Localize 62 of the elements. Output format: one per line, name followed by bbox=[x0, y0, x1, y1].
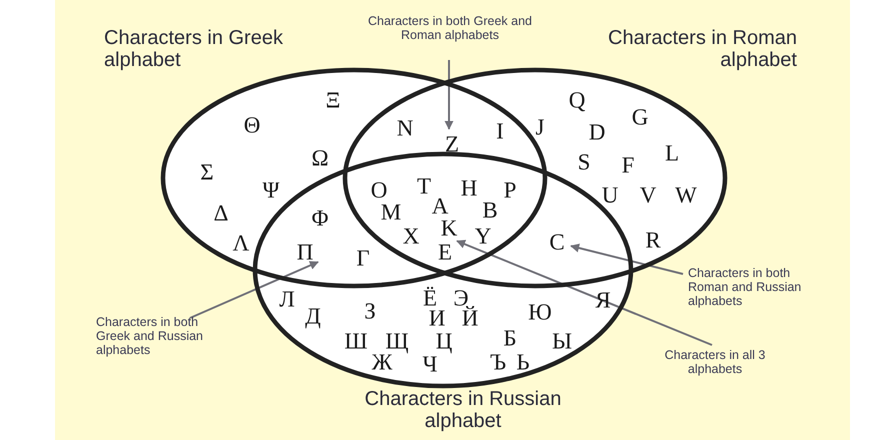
callout-text: Characters in both Greek and Roman alphabets bbox=[367, 14, 533, 42]
letter: X bbox=[402, 224, 420, 248]
letter: Y bbox=[474, 224, 492, 248]
set-heading: Characters in Russian alphabet bbox=[364, 388, 562, 432]
letter: Ь bbox=[516, 350, 530, 374]
letter: V bbox=[640, 184, 656, 206]
letter: Λ bbox=[232, 232, 250, 254]
letter: M bbox=[380, 200, 402, 224]
letter: Ш bbox=[344, 330, 368, 352]
callout-text: Characters in both Roman and Russian alphabets bbox=[688, 266, 808, 308]
letter: B bbox=[482, 198, 498, 222]
letter: U bbox=[602, 184, 618, 206]
letter: Ω bbox=[311, 146, 329, 170]
letter: Φ bbox=[312, 206, 328, 230]
leader-line bbox=[190, 261, 319, 319]
letter: Π bbox=[296, 240, 314, 264]
letter: J bbox=[536, 116, 544, 138]
letter: Л bbox=[279, 288, 295, 310]
letter: Ъ bbox=[490, 350, 506, 374]
set-heading: Characters in Greek alphabet bbox=[104, 27, 284, 71]
set-heading: Characters in Roman alphabet bbox=[607, 27, 797, 71]
letter: Q bbox=[568, 88, 586, 112]
letter: Ж bbox=[372, 350, 392, 374]
letter: C bbox=[549, 230, 565, 254]
letter: Ы bbox=[552, 330, 572, 352]
letter: I bbox=[496, 120, 504, 142]
leader-line bbox=[570, 244, 684, 275]
letter: K bbox=[440, 216, 458, 240]
letter: H bbox=[460, 176, 478, 200]
letter: Ξ bbox=[326, 88, 340, 112]
letter: Γ bbox=[356, 246, 370, 270]
letter: O bbox=[370, 178, 388, 202]
letter: Z bbox=[444, 132, 460, 156]
letter: Ц bbox=[436, 330, 452, 352]
letter: E bbox=[438, 240, 452, 264]
letter: Д bbox=[305, 304, 321, 328]
letter: Σ bbox=[200, 160, 214, 184]
letter: Δ bbox=[214, 202, 228, 224]
letter: Ч bbox=[422, 352, 438, 376]
letter: Ψ bbox=[262, 178, 280, 202]
letter: N bbox=[396, 116, 414, 140]
callout-text: Characters in all 3 alphabets bbox=[645, 348, 785, 376]
letter: S bbox=[578, 150, 590, 174]
letter: T bbox=[416, 174, 432, 198]
letter: Б bbox=[503, 326, 517, 350]
letter: A bbox=[432, 194, 448, 218]
letter: W bbox=[675, 184, 697, 206]
callout-text: Characters in both Greek and Russian alphabets bbox=[96, 315, 211, 357]
letter: P bbox=[504, 178, 516, 202]
leader-line bbox=[444, 60, 454, 130]
leader-line bbox=[456, 240, 712, 346]
letter: Щ bbox=[385, 330, 409, 352]
letter: F bbox=[622, 154, 634, 176]
letter: G bbox=[632, 106, 648, 128]
letter: З bbox=[364, 300, 376, 322]
letter: Ё bbox=[422, 286, 438, 310]
letter: D bbox=[588, 120, 606, 144]
letter: R bbox=[645, 228, 661, 252]
letter: Ю bbox=[528, 300, 552, 324]
letter: И bbox=[428, 306, 446, 330]
letter: Θ bbox=[244, 114, 260, 136]
letter: L bbox=[664, 142, 680, 164]
